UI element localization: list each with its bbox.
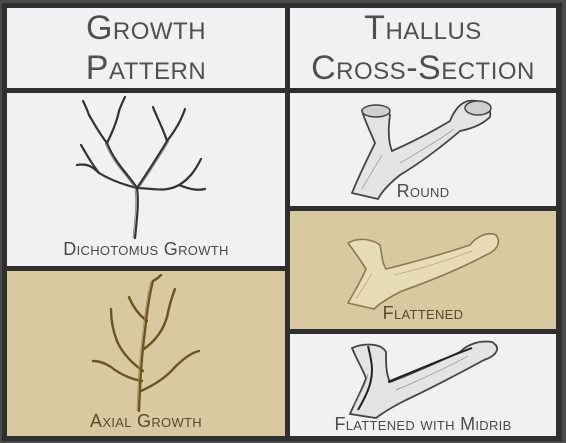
round-cell: Round bbox=[290, 93, 556, 206]
header-thallus-line2: Cross-Section bbox=[311, 48, 535, 88]
dichotomus-growth-label: Dichotomus Growth bbox=[7, 239, 285, 260]
header-growth-line1: Growth bbox=[86, 8, 206, 48]
flattened-with-midrib-label: Flattened with Midrib bbox=[290, 414, 556, 435]
flattened-label: Flattened bbox=[290, 303, 556, 324]
header-growth-line2: Pattern bbox=[86, 48, 206, 88]
round-label: Round bbox=[290, 181, 556, 202]
dichotomus-growth-cell: Dichotomus Growth bbox=[7, 93, 285, 266]
round-branch-end-left bbox=[362, 105, 390, 117]
flattened-cell: Flattened bbox=[290, 211, 556, 329]
axial-growth-cell: Axial Growth bbox=[7, 271, 285, 436]
round-branch-end-right bbox=[465, 101, 491, 115]
comparison-table: Growth Pattern Thallus Cross-Section bbox=[2, 3, 562, 441]
flattened-with-midrib-cell: Flattened with Midrib bbox=[290, 334, 556, 436]
header-growth-pattern: Growth Pattern bbox=[7, 8, 285, 88]
header-thallus-line1: Thallus bbox=[364, 8, 482, 48]
header-thallus-cross-section: Thallus Cross-Section bbox=[290, 8, 556, 88]
axial-growth-label: Axial Growth bbox=[7, 411, 285, 432]
